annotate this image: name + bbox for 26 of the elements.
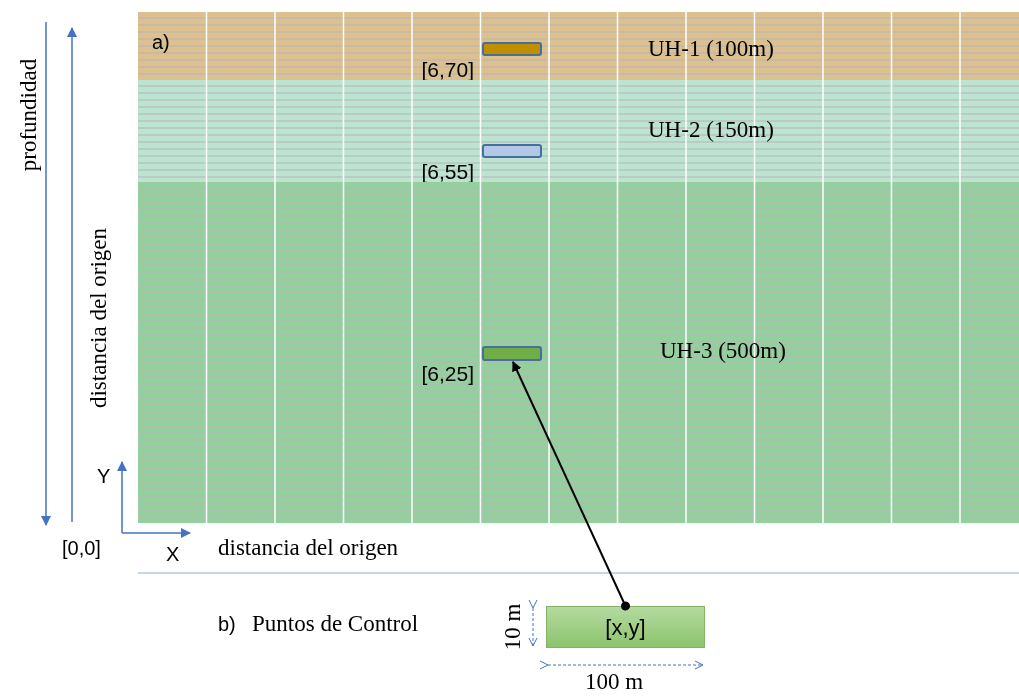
layer-band <box>138 80 1019 182</box>
axis-label: distancia del origen <box>86 227 110 409</box>
coordinate-label: [6,25] <box>421 363 474 384</box>
layer-band <box>138 12 1019 80</box>
axis-label: distancia del origen <box>218 536 399 559</box>
layer-band <box>138 182 1019 523</box>
control-point-marker <box>482 346 542 361</box>
dimension-label: 10 m <box>500 603 524 651</box>
control-point-marker <box>482 144 542 158</box>
coordinate-label: [6,70] <box>421 59 474 80</box>
layer-label: UH-3 (500m) <box>660 339 786 362</box>
layer-label: UH-1 (100m) <box>648 37 774 60</box>
layer-label: UH-2 (150m) <box>648 118 774 141</box>
axis-label: X <box>166 544 180 564</box>
section-title: Puntos de Control <box>252 612 419 635</box>
panel-label: b) <box>218 614 236 634</box>
axis-label: Y <box>97 466 111 486</box>
panel-label: a) <box>152 32 170 52</box>
coordinate-label: [6,55] <box>421 161 474 182</box>
control-point-marker <box>482 42 542 56</box>
axis-label: profundidad <box>16 58 40 172</box>
dimension-label: 100 m <box>585 670 644 693</box>
coordinate-label: [x,y] <box>605 613 646 642</box>
arrow <box>512 361 630 611</box>
control-point-box <box>546 606 705 648</box>
origin-label: [0,0] <box>62 538 101 558</box>
